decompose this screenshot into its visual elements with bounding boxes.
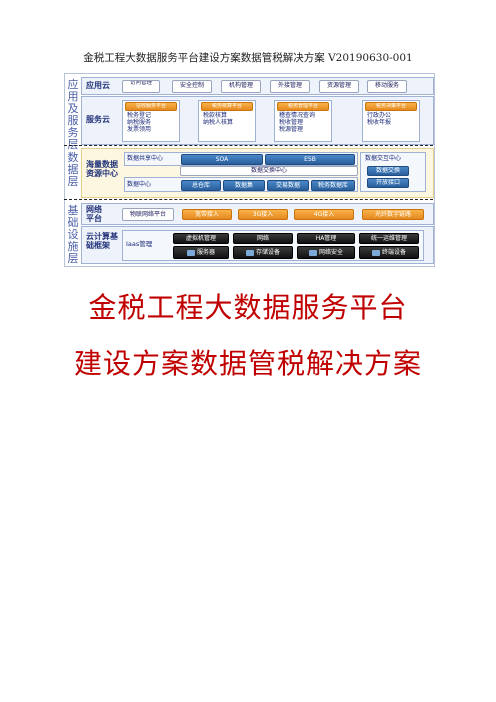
infra-ops-management[interactable]: 统一运维管理 <box>359 233 419 244</box>
infra-ha-management[interactable]: HA管理 <box>297 233 355 244</box>
iot-platform: 物联网络平台 <box>122 208 174 221</box>
app-item-org[interactable]: 机构管理 <box>221 80 261 93</box>
data-center-band: 海量数据资源中心 数据共享中心 SOA ESB 数据交换中心 数据中心 总仓库 … <box>81 148 434 198</box>
network-item-3g[interactable]: 3G接入 <box>238 209 288 220</box>
layer-separator <box>64 145 433 146</box>
infra-vm-management[interactable]: 虚拟机管理 <box>173 233 229 244</box>
main-title-line2: 建设方案数据管税解决方案 <box>73 347 422 380</box>
app-item-mobile[interactable]: 移动服务 <box>367 80 407 93</box>
panel-line: 稽查情况查询 <box>279 112 316 119</box>
app-item-access[interactable]: 访问管理 <box>122 80 160 93</box>
exchange-center-bar: 数据交换中心 <box>180 166 358 176</box>
network-item-broadband[interactable]: 宽带接入 <box>182 209 232 220</box>
service-panel-collection: 征收服务平台 税务登记 纳税服务 发票领用 <box>122 100 180 142</box>
infra-network[interactable]: 网络 <box>233 233 293 244</box>
side-label-data: 数据层 <box>67 151 79 188</box>
infra-title: 云计算基础框架 <box>86 232 118 250</box>
network-band: 网络平台 物联网络平台 宽带接入 3G接入 4G接入 光纤数字链路 <box>81 203 434 225</box>
panel-line: 税收年报 <box>367 119 392 126</box>
panel-header: 税务核算平台 <box>201 102 253 111</box>
exchange-center-label: 数据交互中心 <box>365 155 402 162</box>
esb-button[interactable]: ESB <box>265 154 355 165</box>
service-cloud-band: 服务云 征收服务平台 税务登记 纳税服务 发票领用 税务核算平台 税款核算 纳税… <box>81 96 434 145</box>
iaas-label: Iaas管理 <box>126 240 153 248</box>
panel-line: 税款核算 <box>203 112 228 119</box>
infra-terminal[interactable]: 终端设备 <box>359 246 419 259</box>
application-cloud-title: 应用云 <box>86 81 110 90</box>
service-panel-accounting: 税务核算平台 税款核算 纳税人核算 <box>198 100 256 142</box>
exchange-item-open-api[interactable]: 开放接口 <box>367 178 409 188</box>
data-item-dataset[interactable]: 数据集 <box>223 180 265 191</box>
panel-header: 税务决策平台 <box>365 102 417 111</box>
network-item-fiber[interactable]: 光纤数字链路 <box>362 209 424 220</box>
infra-network-security[interactable]: 网络安全 <box>297 246 355 259</box>
exchange-item-data[interactable]: 数据交换 <box>367 166 409 176</box>
service-panel-management: 税务管理平台 稽查情况查询 税收管理 税源管理 <box>274 100 332 142</box>
infra-server[interactable]: 服务器 <box>173 246 229 259</box>
main-title-line1: 金税工程大数据服务平台 <box>88 291 408 324</box>
layer-separator <box>64 199 433 200</box>
data-center-row: 数据中心 总仓库 数据集 交易数据 税务数据库 <box>124 177 358 192</box>
app-item-external[interactable]: 外接管理 <box>270 80 310 93</box>
panel-line: 税源管理 <box>279 126 304 133</box>
infra-storage[interactable]: 存储设备 <box>233 246 293 259</box>
service-cloud-title: 服务云 <box>86 115 110 124</box>
panel-header: 税务管理平台 <box>277 102 329 111</box>
network-title: 网络平台 <box>86 205 102 223</box>
side-label-app-service: 应用及服务层 <box>67 78 79 151</box>
sharing-center-label: 数据共享中心 <box>127 155 164 162</box>
panel-line: 纳税服务 <box>127 119 152 126</box>
soa-button[interactable]: SOA <box>181 154 263 165</box>
infra-band: 云计算基础框架 Iaas管理 虚拟机管理 网络 HA管理 统一运维管理 服务器 … <box>81 226 434 264</box>
terminal-icon <box>371 249 380 256</box>
panel-header: 征收服务平台 <box>125 102 177 111</box>
data-item-warehouse[interactable]: 总仓库 <box>181 180 221 191</box>
app-item-security[interactable]: 安全控制 <box>172 80 212 93</box>
service-panel-decision: 税务决策平台 行政办公 税收年报 <box>362 100 420 142</box>
panel-line: 行政办公 <box>367 112 392 119</box>
application-cloud-band: 应用云 访问管理 安全控制 机构管理 外接管理 资源管理 移动服务 <box>81 77 434 95</box>
network-security-icon <box>308 249 317 256</box>
side-label-infra: 基础设施层 <box>67 204 79 265</box>
server-icon <box>186 249 195 256</box>
page-header: 金税工程大数据服务平台建设方案数据管税解决方案 V20190630-001 <box>83 52 413 64</box>
panel-line: 发票领用 <box>127 126 152 133</box>
app-item-resource[interactable]: 资源管理 <box>319 80 359 93</box>
panel-line: 纳税人核算 <box>203 119 234 126</box>
data-item-tax-db[interactable]: 税务数据库 <box>311 180 355 191</box>
exchange-center-panel: 数据交互中心 数据交换 开放接口 <box>360 152 426 192</box>
sharing-center-row: 数据共享中心 SOA ESB <box>124 152 358 166</box>
data-center-title: 海量数据资源中心 <box>86 160 118 178</box>
iaas-panel: Iaas管理 虚拟机管理 网络 HA管理 统一运维管理 服务器 存储设备 网络安… <box>122 230 424 261</box>
panel-line: 税收管理 <box>279 119 304 126</box>
storage-icon <box>245 249 254 256</box>
network-item-4g[interactable]: 4G接入 <box>294 209 354 220</box>
data-item-transaction[interactable]: 交易数据 <box>267 180 309 191</box>
panel-line: 税务登记 <box>127 112 152 119</box>
data-center-label: 数据中心 <box>127 181 152 188</box>
